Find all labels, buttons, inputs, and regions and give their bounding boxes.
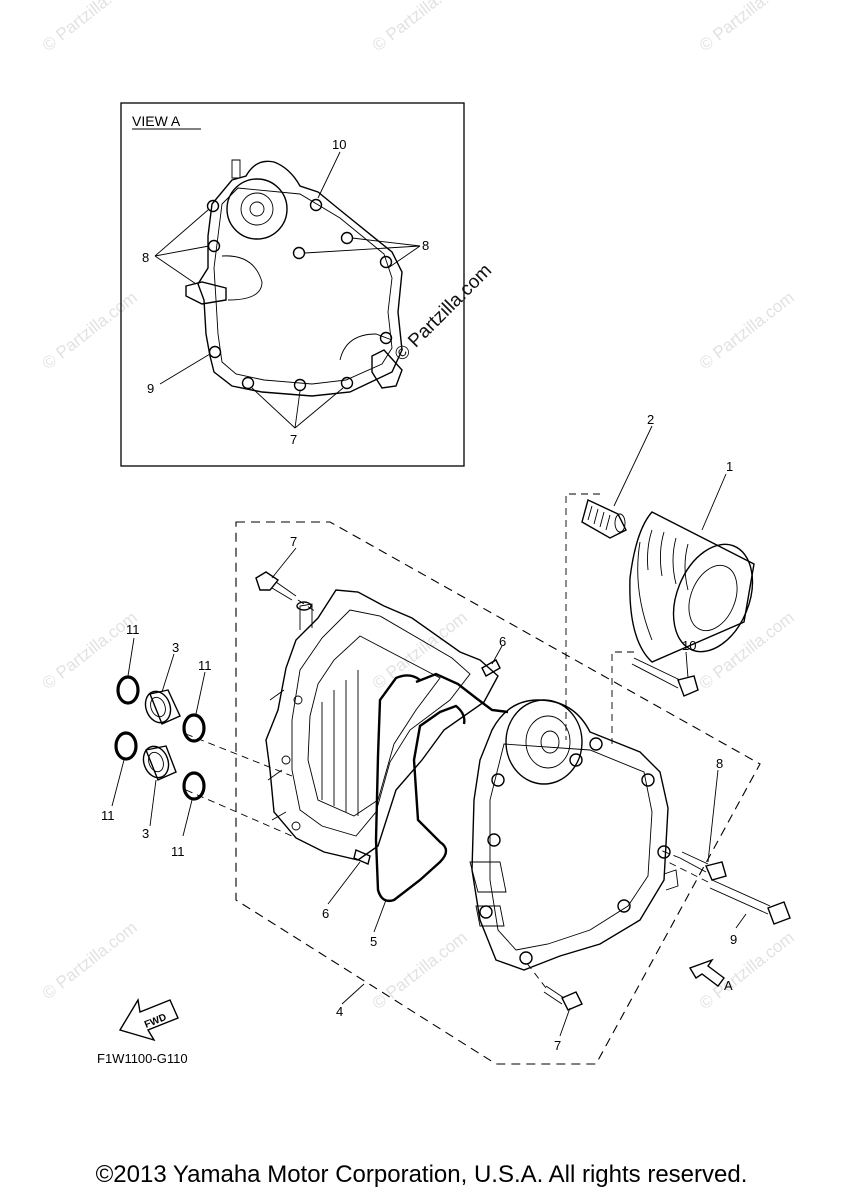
view-a-inset: VIEW A [120,102,465,467]
callout-5: 5 [370,934,377,949]
watermark-layer: © Partzilla.com © Partzilla.com © Partzi… [39,0,798,1013]
view-a-callout-10: 10 [332,137,346,152]
watermark: © Partzilla.com [39,608,141,694]
o-ring [182,713,206,743]
view-a-callout-8-right: 8 [422,238,429,253]
callout-6-bottom: 6 [322,906,329,921]
watermark: © Partzilla.com [39,0,141,55]
assembly-boundary [235,521,761,1065]
callout-1: 1 [726,459,733,474]
callout-6-top: 6 [499,634,506,649]
view-a-leader-lines [154,151,421,429]
callout-2: 2 [647,412,654,427]
callout-9: 9 [730,932,737,947]
gasket [374,674,466,903]
cooler-cover [265,589,499,861]
o-ring [182,771,206,801]
diagram-code: F1W1100-G110 [97,1051,188,1066]
callout-4: 4 [336,1004,343,1019]
watermark: © Partzilla.com [369,0,471,55]
assembly-lines [185,493,709,989]
callout-3-top: 3 [172,640,179,655]
callout-11-bottom-left: 11 [101,808,115,823]
union-bolt [581,499,627,539]
pipe-sleeves [142,689,181,781]
callout-3-bottom: 3 [142,826,149,841]
view-a-arrow: A [688,958,733,993]
copyright-notice: ©2013 Yamaha Motor Corporation, U.S.A. A… [95,1161,748,1188]
view-a-bolt-holes [206,198,393,392]
watermark: © Partzilla.com [39,918,141,1004]
watermark: © Partzilla.com [696,288,798,374]
leader-lines [111,425,747,1037]
partzilla-watermark: © Partzilla.com [391,260,496,365]
view-a-callout-9: 9 [147,381,154,396]
view-a-callout-7: 7 [290,432,297,447]
bolts [255,571,791,1011]
watermark: © Partzilla.com [696,0,798,55]
o-ring [116,675,140,705]
main-exploded-view: 1 2 3 3 4 5 6 6 7 7 8 9 10 11 11 11 11 A… [97,412,791,1066]
view-a-callout-8-left: 8 [142,250,149,265]
o-rings [114,675,206,801]
callout-8: 8 [716,756,723,771]
callout-11-top-right: 11 [198,658,212,673]
callout-7-bottom: 7 [554,1038,561,1053]
dowel-pins [353,659,501,865]
callout-11-bottom-right: 11 [171,844,185,859]
oil-filter [629,511,755,663]
view-a-arrow-label: A [724,978,733,993]
filter-housing-cover [469,699,679,971]
o-ring [114,731,138,761]
callout-11-top-left: 11 [126,622,140,637]
view-a-title: VIEW A [132,113,181,129]
fwd-label: FWD [143,1012,168,1031]
fwd-arrow: FWD [118,998,179,1042]
callout-7-top: 7 [290,534,297,549]
watermark: © Partzilla.com [696,928,798,1014]
watermark: © Partzilla.com [39,288,141,374]
callout-10: 10 [682,638,696,653]
watermark: © Partzilla.com [369,928,471,1014]
